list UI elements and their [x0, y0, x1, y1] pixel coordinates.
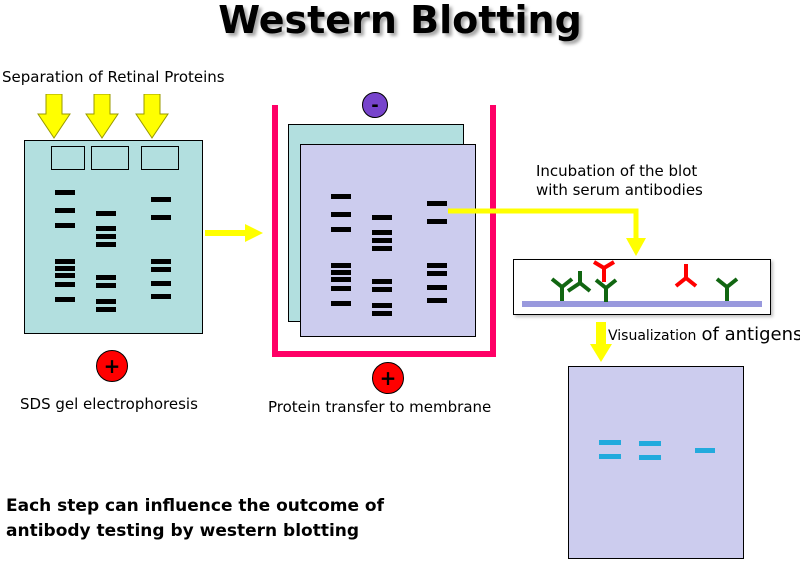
down-arrow-icon	[37, 94, 71, 139]
loading-arrows	[37, 94, 169, 139]
protein-band	[96, 242, 116, 247]
incubation-strip	[513, 259, 771, 315]
protein-band	[331, 286, 351, 291]
protein-band	[96, 299, 116, 304]
gel-well	[51, 146, 85, 170]
antigen-band	[599, 454, 621, 459]
visualization-label: Visualization of antigens	[608, 324, 800, 345]
antibody-icon	[592, 260, 616, 282]
protein-band	[331, 212, 351, 217]
incubation-arrow-icon	[448, 208, 646, 256]
separation-label: Separation of Retinal Proteins	[2, 68, 225, 86]
tank-wall-left	[272, 105, 278, 357]
protein-band	[331, 194, 351, 199]
protein-band	[372, 246, 392, 251]
antibody-icon	[566, 271, 592, 293]
protein-band	[331, 227, 351, 232]
protein-band	[151, 259, 171, 264]
protein-band	[427, 285, 447, 290]
antigen-band	[599, 440, 621, 445]
gel-well	[91, 146, 129, 170]
protein-band	[151, 281, 171, 286]
protein-band	[151, 267, 171, 272]
positive-electrode-icon: +	[96, 350, 128, 382]
protein-band	[55, 273, 75, 278]
blot-strip	[522, 301, 762, 307]
antigen-band	[639, 455, 661, 460]
tank-wall-right	[490, 105, 496, 357]
protein-band	[55, 266, 75, 271]
protein-band	[372, 303, 392, 308]
protein-band	[427, 271, 447, 276]
protein-band	[331, 301, 351, 306]
protein-band	[151, 294, 171, 299]
antibody-icon	[674, 264, 698, 288]
protein-band	[55, 223, 75, 228]
antigen-band	[639, 441, 661, 446]
protein-band	[331, 270, 351, 275]
transfer-label: Protein transfer to membrane	[268, 398, 492, 416]
protein-band	[372, 287, 392, 292]
protein-band	[55, 208, 75, 213]
protein-band	[372, 215, 392, 220]
result-membrane	[568, 366, 744, 559]
protein-band	[96, 234, 116, 239]
footnote: Each step can influence the outcome of a…	[6, 496, 384, 541]
protein-band	[427, 219, 447, 224]
protein-band	[427, 263, 447, 268]
down-arrow-icon	[85, 94, 119, 139]
sds-label: SDS gel electrophoresis	[20, 395, 198, 413]
incubation-label: Incubation of the blot with serum antibo…	[536, 162, 703, 199]
negative-electrode-icon: -	[362, 92, 388, 118]
down-arrow-icon	[135, 94, 169, 139]
protein-band	[372, 230, 392, 235]
protein-band	[55, 190, 75, 195]
antibody-icon	[550, 277, 574, 301]
protein-band	[96, 226, 116, 231]
protein-band	[427, 201, 447, 206]
protein-band	[372, 238, 392, 243]
sds-gel	[24, 140, 203, 334]
protein-band	[331, 263, 351, 268]
gel-well	[141, 146, 179, 170]
step-arrow-icon	[205, 224, 263, 242]
transfer-membrane	[300, 144, 476, 337]
protein-band	[372, 279, 392, 284]
protein-band	[151, 215, 171, 220]
visualization-arrow-icon	[590, 322, 612, 362]
page-title: Western Blotting	[218, 0, 582, 42]
tank-floor	[272, 351, 496, 357]
protein-band	[331, 277, 351, 282]
antibody-icon	[594, 278, 618, 302]
protein-band	[55, 259, 75, 264]
protein-band	[151, 197, 171, 202]
protein-band	[55, 282, 75, 287]
protein-band	[55, 297, 75, 302]
protein-band	[427, 298, 447, 303]
protein-band	[96, 307, 116, 312]
positive-electrode-icon: +	[372, 362, 404, 394]
protein-band	[96, 275, 116, 280]
antibody-icon	[715, 277, 739, 301]
protein-band	[96, 283, 116, 288]
antigen-band	[695, 448, 715, 453]
protein-band	[372, 311, 392, 316]
protein-band	[96, 211, 116, 216]
